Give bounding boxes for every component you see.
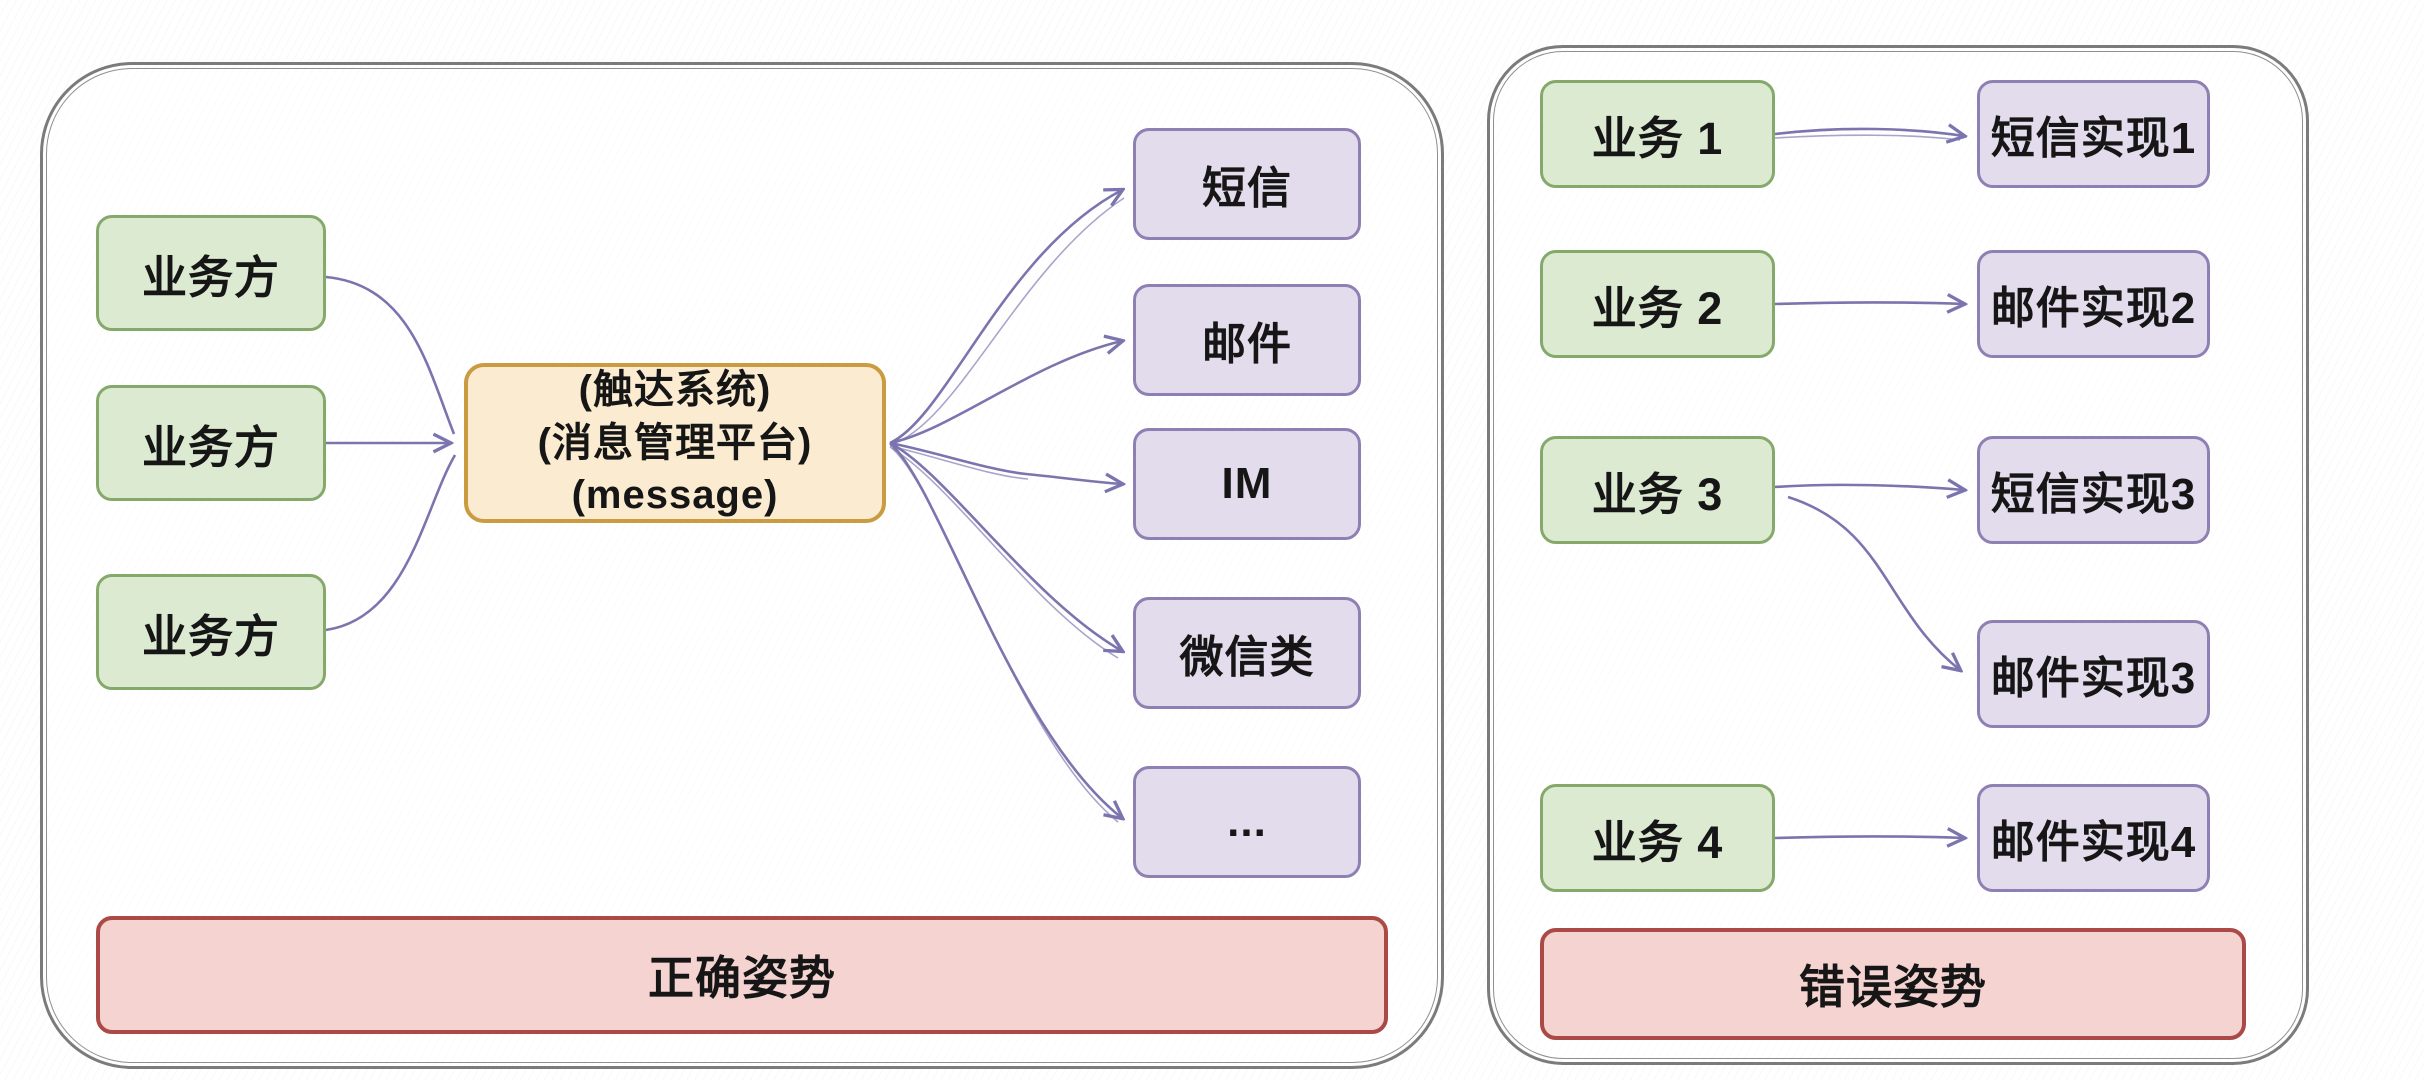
node-impl-sms-3: 短信实现3 <box>1977 436 2210 544</box>
node-business-source-1: 业务方 <box>96 215 326 331</box>
node-channel-mail: 邮件 <box>1133 284 1361 396</box>
node-service-4: 业务 4 <box>1540 784 1775 892</box>
platform-line-1: (触达系统) <box>578 367 772 412</box>
node-impl-mail-3: 邮件实现3 <box>1977 620 2210 728</box>
wrong-architecture-panel <box>1487 45 2309 1065</box>
node-impl-mail-2: 邮件实现2 <box>1977 250 2210 358</box>
node-service-2: 业务 2 <box>1540 250 1775 358</box>
node-impl-sms-1: 短信实现1 <box>1977 80 2210 188</box>
node-service-1: 业务 1 <box>1540 80 1775 188</box>
node-service-3: 业务 3 <box>1540 436 1775 544</box>
node-impl-mail-4: 邮件实现4 <box>1977 784 2210 892</box>
platform-line-2: (消息管理平台) <box>537 420 813 465</box>
node-message-platform: (触达系统) (消息管理平台) (message) <box>464 363 886 523</box>
node-channel-sms: 短信 <box>1133 128 1361 240</box>
node-channel-im: IM <box>1133 428 1361 540</box>
platform-line-3: (message) <box>571 473 779 518</box>
correct-posture-banner: 正确姿势 <box>96 916 1388 1034</box>
node-channel-wechat: 微信类 <box>1133 597 1361 709</box>
wrong-posture-banner: 错误姿势 <box>1540 928 2246 1040</box>
node-channel-more: ... <box>1133 766 1361 878</box>
node-business-source-2: 业务方 <box>96 385 326 501</box>
node-business-source-3: 业务方 <box>96 574 326 690</box>
